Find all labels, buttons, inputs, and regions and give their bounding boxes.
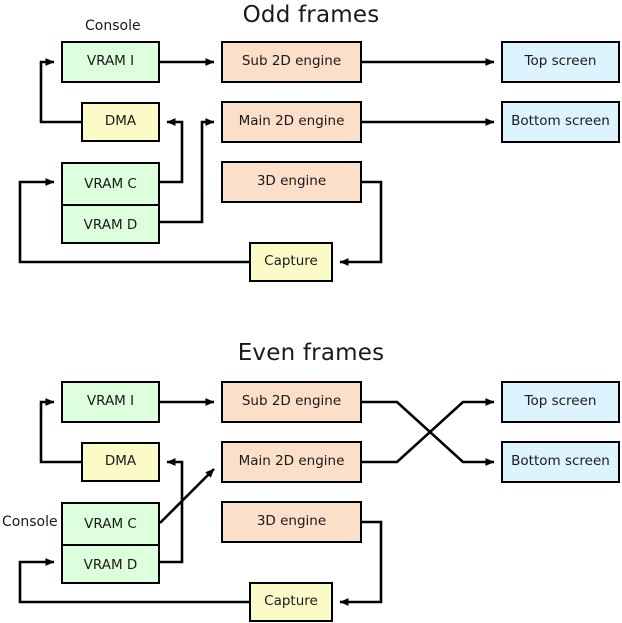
even-frames-title: Even frames [237,340,385,366]
node-3d-engine-odd[interactable]: 3D engine [221,161,362,203]
node-dma-even[interactable]: DMA [81,442,160,482]
node-vram-i-even[interactable]: VRAM I [61,381,160,423]
edge-dma-vrami-even [39,398,81,464]
node-vram-d-odd[interactable]: VRAM D [63,204,158,244]
node-top-screen-even[interactable]: Top screen [501,381,620,423]
even-frames-edges [18,398,495,606]
edge-vramc-main2d-diagonal [159,468,215,524]
node-top-screen-odd[interactable]: Top screen [501,41,620,83]
odd-frames-diagram: Odd frames Console VRAM I DMA [0,0,622,310]
node-sub-2d-engine-odd[interactable]: Sub 2D engine [221,41,362,83]
edge-3dengine-capture-even [339,520,383,606]
node-dma-odd[interactable]: DMA [81,102,160,142]
edge-3dengine-capture [339,180,383,266]
node-vram-cd-stack-odd: VRAM C VRAM D [61,162,160,244]
even-frames-diagram: Even frames Console VRAM I DMA [0,330,622,623]
node-vram-c-even[interactable]: VRAM C [84,516,137,532]
node-capture-even[interactable]: Capture [249,582,333,622]
even-console-label: Console [2,514,58,530]
node-bottom-screen-even[interactable]: Bottom screen [501,441,620,483]
edge-vramd-dma-even [160,458,184,564]
node-vram-d-even[interactable]: VRAM D [63,544,158,584]
edge-main2d-topscreen-crossed [362,398,495,464]
node-bottom-screen-odd[interactable]: Bottom screen [501,101,620,143]
odd-console-label: Console [85,18,141,34]
edge-capture-vramc [18,178,249,264]
node-sub-2d-engine-even[interactable]: Sub 2D engine [221,381,362,423]
node-3d-engine-even[interactable]: 3D engine [221,501,362,543]
edge-sub2d-bottomscreen-crossed [362,400,495,466]
odd-frames-title: Odd frames [242,2,380,28]
edge-vramd-main2d [160,118,215,224]
node-vram-i-odd[interactable]: VRAM I [61,41,160,83]
edge-capture-vramd [18,558,249,604]
node-capture-odd[interactable]: Capture [249,242,333,282]
node-vram-cd-stack-even: VRAM C VRAM D [61,502,160,584]
edge-vramc-dma [160,118,184,184]
node-vram-c-odd[interactable]: VRAM C [84,176,137,192]
node-main-2d-engine-odd[interactable]: Main 2D engine [221,101,362,143]
node-main-2d-engine-even[interactable]: Main 2D engine [221,441,362,483]
odd-frames-edges [18,58,495,266]
edge-dma-vrami [39,58,81,124]
